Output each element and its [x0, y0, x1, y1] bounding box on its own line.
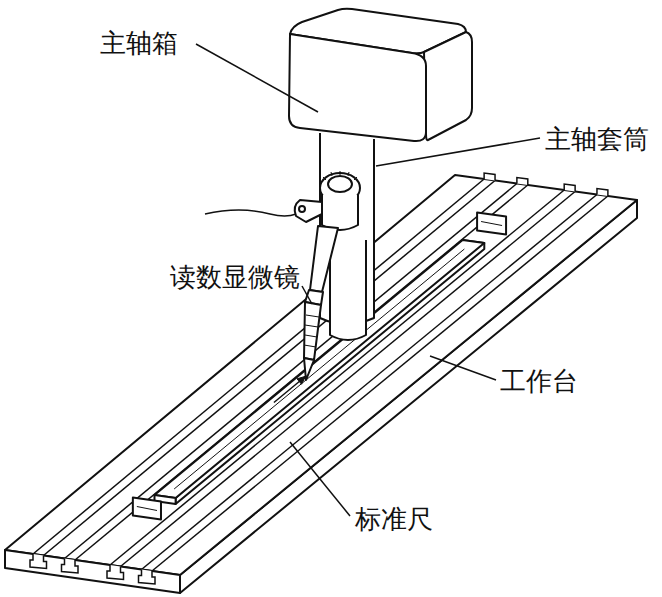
t-slot-line: [44, 181, 496, 556]
arrow-head: [297, 376, 306, 384]
part-label: 主轴箱: [100, 28, 178, 58]
table-front: [5, 550, 180, 593]
spindle-box-front: [289, 34, 426, 141]
bracket-screw: [299, 206, 305, 212]
dial-inner: [328, 176, 352, 192]
t-slot-line: [110, 190, 564, 565]
part-label-holder: 标准尺: [355, 504, 433, 534]
scale-holder: [133, 498, 161, 520]
worktable-drawing: [5, 173, 637, 593]
leader-line: [302, 286, 312, 304]
leader-line: [196, 44, 318, 112]
part-label: 工作台: [500, 366, 578, 396]
t-slot-line: [33, 179, 484, 554]
t-slot-line: [75, 185, 528, 560]
part-label-holder: 主轴套筒: [545, 124, 649, 154]
direction-arrow: [274, 376, 306, 402]
t-slot-end: [484, 173, 495, 181]
dial-body: [322, 195, 358, 230]
scale-holder-line: [481, 222, 502, 226]
dial-ticks: [323, 171, 357, 180]
microscope-tube: [310, 226, 338, 292]
spindle-box-right: [424, 32, 472, 140]
microscope-lens: [304, 302, 321, 360]
t-slot-end: [597, 189, 608, 197]
scale-holder: [477, 213, 506, 235]
part-label: 读数显微镜: [170, 262, 300, 292]
microscope-tip: [304, 358, 314, 380]
leader-line: [376, 138, 540, 166]
part-label-holder: 读数显微镜: [170, 262, 300, 292]
t-slot-notch: [139, 570, 156, 585]
leader-line: [430, 356, 496, 380]
table-top: [5, 175, 637, 575]
t-slot-notch: [30, 554, 47, 569]
t-slot-line: [152, 196, 608, 571]
t-slot-end: [564, 184, 575, 192]
t-slot-notch: [62, 559, 79, 574]
bracket: [295, 200, 322, 222]
t-slot-line: [65, 184, 517, 559]
part-label-holder: 工作台: [500, 366, 578, 396]
sleeve-lower: [330, 240, 366, 340]
t-slot-end: [517, 178, 528, 186]
part-label: 主轴套筒: [545, 124, 649, 154]
leader-line: [290, 442, 350, 516]
t-slot-notch: [107, 565, 124, 580]
scale-holder-line: [137, 507, 157, 511]
cable: [205, 210, 296, 216]
lens-lines: [304, 315, 319, 347]
part-label: 标准尺: [355, 504, 433, 534]
part-label-holder: 主轴箱: [100, 28, 178, 58]
spindle-drawing: [205, 9, 472, 380]
